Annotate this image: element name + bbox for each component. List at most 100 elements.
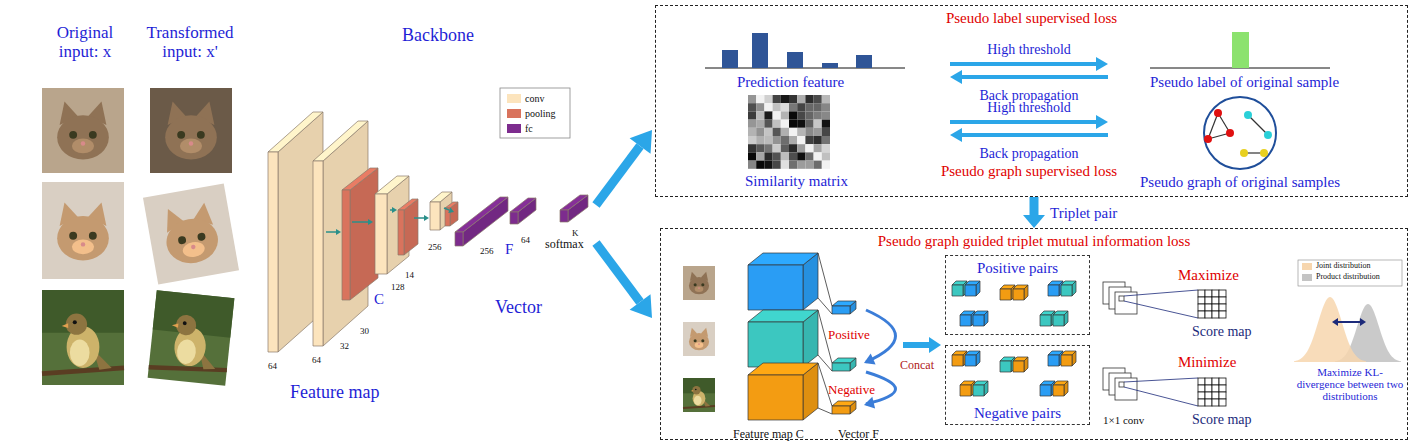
bird-photo <box>42 290 124 385</box>
score-cell <box>1212 290 1219 297</box>
cat-photo <box>72 239 94 254</box>
text-holder: Pseudo label of original sample <box>1150 73 1339 91</box>
text-holder: Score map <box>1192 322 1251 340</box>
similarity-cell <box>756 128 764 136</box>
feature-vector <box>832 301 856 306</box>
legend-box <box>1298 260 1402 286</box>
legend-swatch <box>507 94 521 103</box>
graph-outline <box>1130 95 1350 173</box>
score-cell <box>1205 304 1212 311</box>
text-holder: High threshold <box>950 40 1108 58</box>
similarity-cell <box>781 128 789 136</box>
similarity-cell <box>805 161 813 169</box>
similarity-cell <box>797 120 805 128</box>
kl-arrow <box>1332 318 1338 326</box>
mini-cube <box>1048 281 1063 285</box>
similarity-cell <box>822 120 830 128</box>
mini-cube <box>1013 285 1028 289</box>
cat-thumbnail <box>694 339 697 342</box>
text-holder: Pseudo graph of original samples <box>1130 173 1350 191</box>
negative-curve <box>864 397 875 409</box>
kl-arrow <box>1360 318 1366 326</box>
graph-edge <box>1248 115 1268 135</box>
mini-cube <box>973 385 984 396</box>
flow-connector <box>1023 197 1045 228</box>
similarity-cell <box>805 152 813 160</box>
cat-photo <box>72 139 94 154</box>
backprop-arrow <box>950 70 962 84</box>
conv-layer <box>375 176 409 194</box>
pair-group: Positive pairs <box>945 255 1090 335</box>
similarity-cell <box>814 144 822 152</box>
graph-vertex <box>1214 109 1222 117</box>
mini-cube <box>973 315 984 326</box>
annotation-text: Score map <box>1192 412 1251 427</box>
flow-arrow <box>326 231 336 233</box>
similarity-cell <box>781 111 789 119</box>
cat-photo <box>89 131 97 139</box>
cat-thumbnail <box>701 283 704 286</box>
annotation-text: Maximize KL-divergence between two distr… <box>1296 366 1404 402</box>
similarity-cell <box>764 152 772 160</box>
text-holder: K <box>572 222 579 240</box>
score-cell <box>1205 297 1212 304</box>
mini-cube <box>965 281 980 285</box>
graph-vertex <box>1264 131 1272 139</box>
legend-entry: Joint distribution <box>1302 262 1370 271</box>
annotation-text: Minimize <box>1178 354 1236 371</box>
projection-line <box>1124 387 1198 406</box>
similarity-cell <box>805 111 813 119</box>
text-holder: Minimize <box>1178 353 1236 371</box>
cat-photo <box>180 139 202 154</box>
mini-cube <box>952 285 963 296</box>
similarity-cell <box>781 95 789 103</box>
bird-photo <box>153 290 235 338</box>
similarity-cell <box>805 95 813 103</box>
positive-curve <box>864 354 876 365</box>
similarity-cell <box>789 161 797 169</box>
fc-layer <box>455 232 463 246</box>
similarity-cell <box>822 161 830 169</box>
text-holder: Positive pairs <box>946 259 1089 277</box>
prediction-bar <box>722 50 738 68</box>
mini-cube <box>1061 355 1072 366</box>
annotation-text: Similarity matrix <box>745 173 848 190</box>
mini-cube <box>952 355 963 366</box>
similarity-cell <box>789 152 797 160</box>
dimension-number: 32 <box>340 342 349 352</box>
similarity-cell <box>797 152 805 160</box>
similarity-cell <box>748 136 756 144</box>
feature-vector <box>832 363 850 371</box>
mini-cube <box>1040 385 1051 396</box>
similarity-cell <box>789 144 797 152</box>
flow-arrow <box>336 229 341 235</box>
mini-cube <box>1000 361 1011 372</box>
pair-group: Negative pairs <box>945 345 1090 425</box>
text-holder: Vector F <box>838 424 879 442</box>
flow-arrow <box>392 207 397 213</box>
score-cell <box>1198 399 1205 406</box>
fc-layer <box>455 197 508 232</box>
similarity-cell <box>797 103 805 111</box>
cat-photo <box>165 115 217 159</box>
annotation-text: C <box>374 291 384 308</box>
similarity-cell <box>789 95 797 103</box>
similarity-cell <box>764 144 772 152</box>
cat-thumbnail <box>683 322 715 356</box>
text-holder: Negative pairs <box>946 404 1089 422</box>
score-cell <box>1205 392 1212 399</box>
flow-arrow <box>444 208 449 210</box>
legend-entry: conv <box>507 93 544 104</box>
mini-cube <box>965 285 976 296</box>
annotation-text: 1×1 conv <box>1103 414 1144 426</box>
legend-text: conv <box>525 93 544 104</box>
score-cell <box>1212 392 1219 399</box>
similarity-cell <box>773 144 781 152</box>
cat-photo <box>197 232 206 241</box>
annotation-text: Vector F <box>838 428 879 441</box>
text-holder: Concat <box>900 355 934 373</box>
similarity-cell <box>773 95 781 103</box>
score-cell <box>1219 378 1226 385</box>
conv-layer <box>313 161 323 346</box>
score-cell <box>1219 290 1226 297</box>
